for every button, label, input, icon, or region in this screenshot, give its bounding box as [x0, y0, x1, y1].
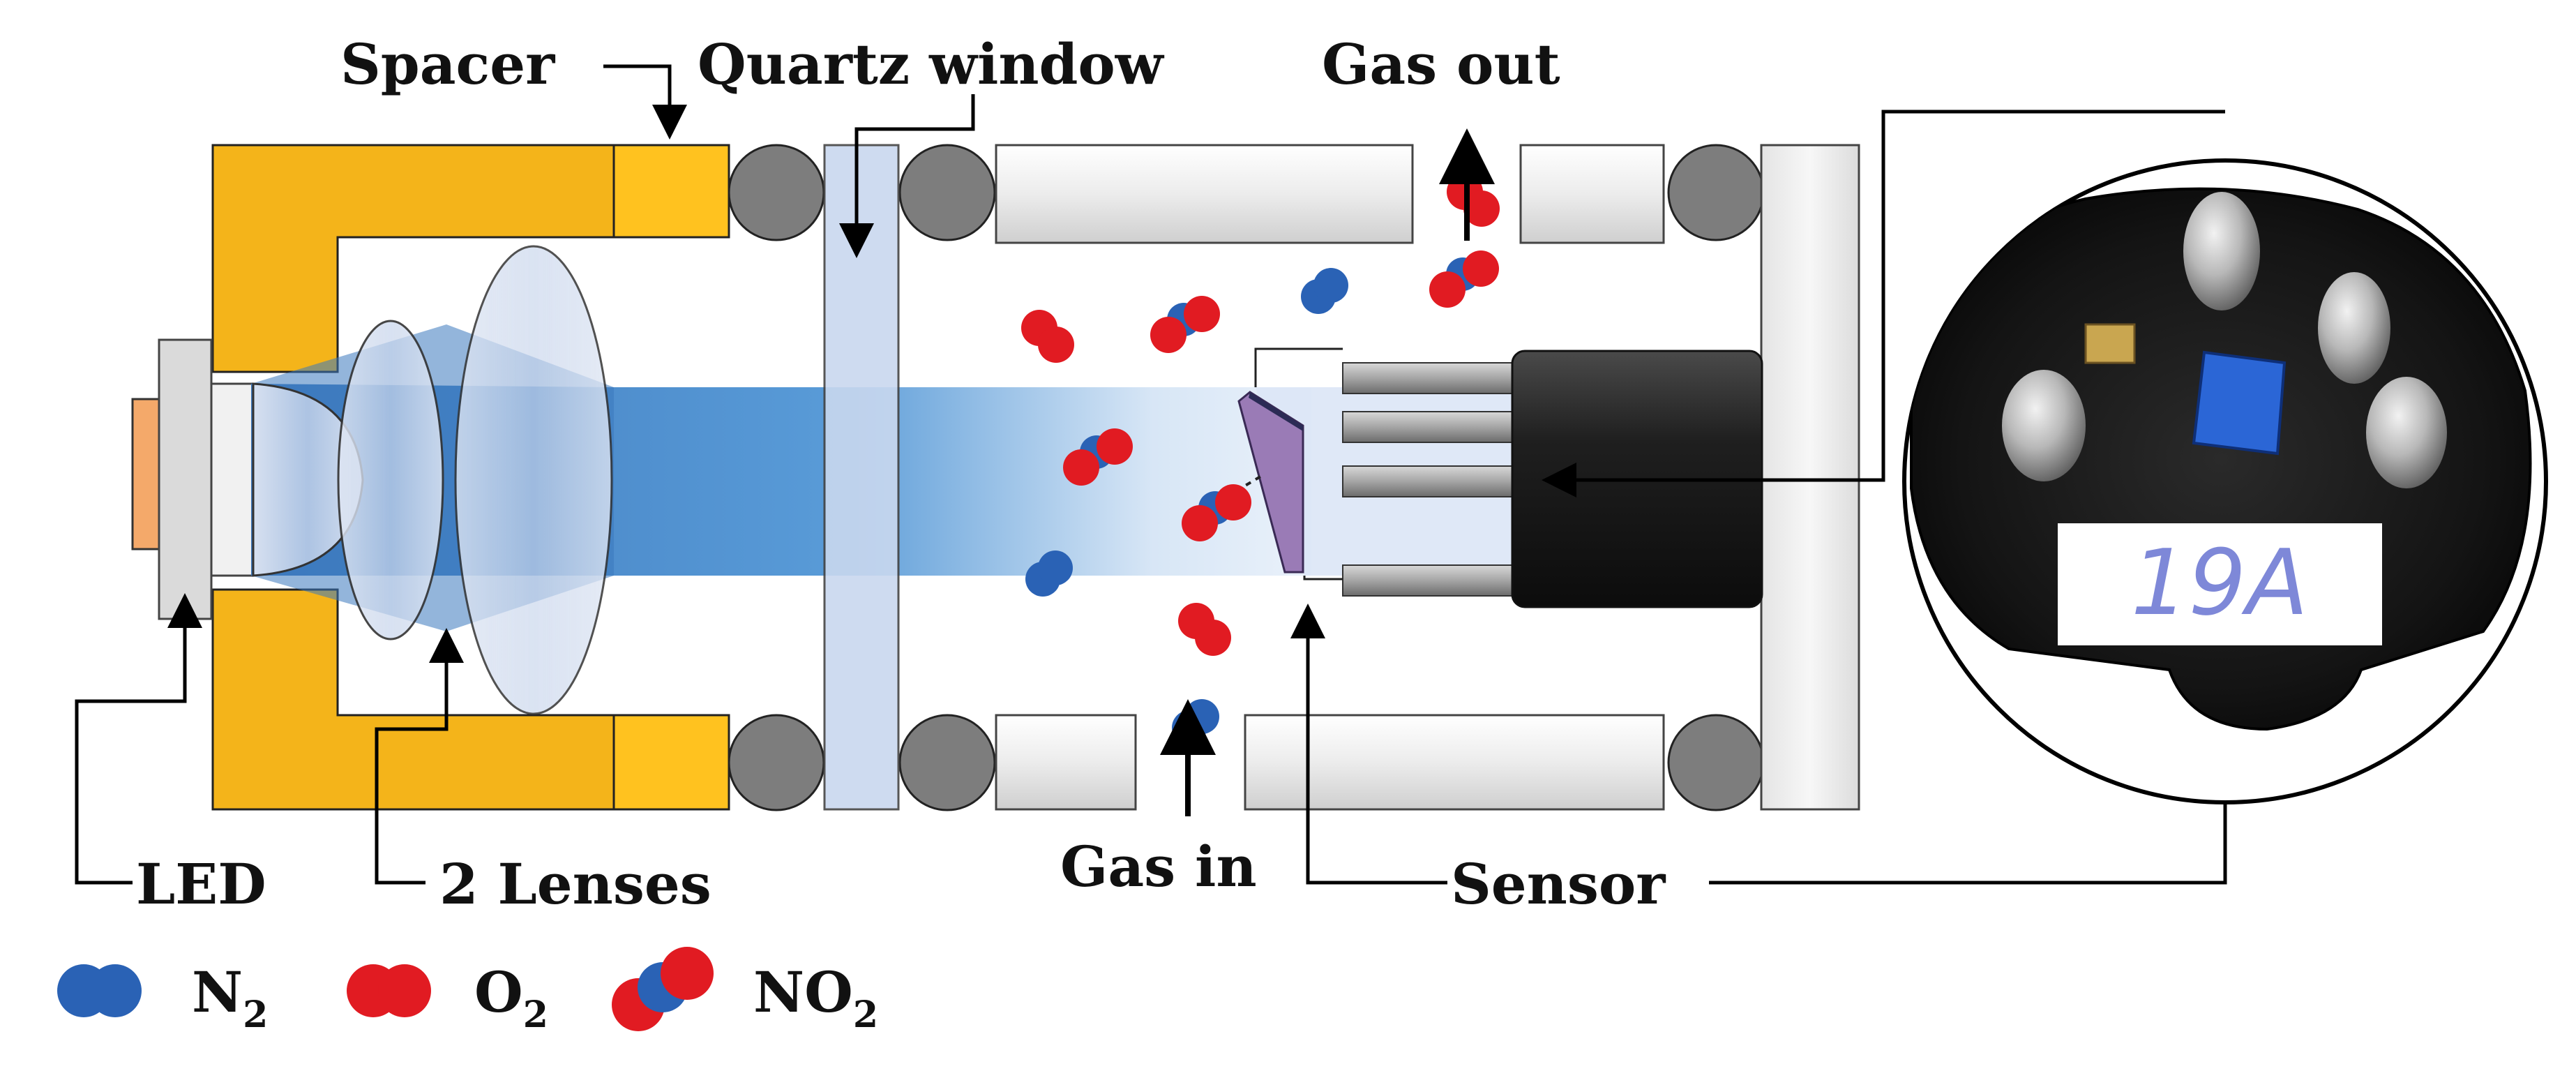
tube-bottom-left [995, 714, 1137, 811]
photo-pin-post [2318, 272, 2390, 384]
spacer-leader [603, 64, 687, 140]
sensor-leader [1290, 604, 1447, 885]
lenses-leader [375, 628, 464, 885]
spacer-upper [612, 144, 730, 239]
sensor-chip [1237, 391, 1304, 574]
legend-n2-atom [89, 964, 142, 1017]
legend-label: N2 [192, 959, 268, 1036]
legend-item-n2: N2 [57, 959, 268, 1036]
tube-top-right [1519, 144, 1665, 244]
sensor-pin [1342, 411, 1518, 443]
o-ring [898, 144, 996, 241]
chamber-walls [995, 144, 1860, 811]
nitrogen-atom [1038, 551, 1073, 585]
body-photo-leader [1542, 110, 2225, 497]
o2-molecule [1178, 603, 1231, 656]
diagram-labels: Spacer Quartz window Gas out LED 2 Lense… [136, 31, 1666, 917]
photo-sensor-chip [2192, 350, 2287, 456]
no2-molecule [1182, 484, 1251, 541]
quartz-window [823, 144, 900, 811]
flow-arrows [1160, 128, 1495, 816]
photo-label-text: 19A [2131, 530, 2308, 636]
oxygen-atom [1463, 250, 1499, 287]
oxygen-atom [1195, 620, 1231, 656]
oxygen-atom [1184, 296, 1220, 332]
tube-bottom-right [1244, 714, 1665, 811]
o-ring [1667, 144, 1765, 241]
legend-no2-atom [661, 947, 714, 1000]
sensor-chip-edge [1249, 392, 1303, 431]
photo-pin-post [2002, 370, 2086, 481]
led-dome-base [210, 382, 255, 577]
o-ring [728, 144, 825, 241]
label-lenses: 2 Lenses [439, 851, 711, 917]
oxygen-atom [1063, 449, 1099, 486]
n2-molecule [1301, 268, 1348, 314]
quartz-leader [839, 94, 975, 258]
no2-molecule [1063, 428, 1133, 486]
legend-item-o2: O2 [347, 959, 548, 1036]
o2-molecule [1021, 310, 1074, 363]
label-spacer: Spacer [340, 31, 555, 97]
photo-label-card [2058, 523, 2382, 645]
lens-small [337, 320, 444, 641]
no2-molecule [1150, 296, 1220, 353]
tube-top-left [995, 144, 1414, 244]
label-quartz-window: Quartz window [698, 31, 1165, 97]
legend: N2 O2 NO2 [57, 947, 878, 1036]
legend-label: NO2 [753, 959, 878, 1036]
o2-molecule [1447, 174, 1500, 227]
label-gas-in: Gas in [1060, 834, 1257, 899]
end-plate [1760, 144, 1860, 811]
led [131, 338, 255, 620]
sensor-assembly [1216, 347, 1763, 608]
sensor-pin [1342, 465, 1518, 497]
sensor-pin [1342, 362, 1518, 394]
oxygen-atom [1463, 190, 1500, 227]
led-base [158, 338, 213, 620]
o-ring [898, 714, 996, 811]
sensor-photo-inset: 19A [1902, 158, 2548, 804]
sensor-wire [1254, 347, 1343, 387]
oxygen-atom [1429, 271, 1466, 308]
o-rings [728, 144, 1765, 811]
lens-large [454, 245, 613, 715]
oxygen-atom [1182, 505, 1218, 541]
label-sensor: Sensor [1451, 851, 1666, 917]
o-ring [1667, 714, 1765, 811]
label-gas-out: Gas out [1322, 31, 1560, 97]
n2-molecule [1025, 551, 1073, 597]
sensor-wire [1303, 576, 1343, 581]
o-ring [728, 714, 825, 811]
oxygen-atom [1150, 317, 1187, 353]
photo-pin-post [2366, 377, 2447, 488]
oxygen-atom [1215, 484, 1251, 520]
sensor-pin [1342, 564, 1518, 597]
led-leader [75, 593, 202, 885]
nitrogen-atom [1313, 268, 1348, 303]
n2-molecule [1172, 699, 1219, 745]
spacer-lower [612, 714, 730, 811]
lenses [252, 245, 613, 715]
legend-label: O2 [474, 959, 548, 1036]
photo-gold-pad [2084, 323, 2136, 364]
legend-item-no2: NO2 [612, 947, 878, 1036]
led-chip [131, 398, 162, 551]
oxygen-atom [1038, 327, 1074, 363]
no2-molecule [1429, 250, 1499, 308]
oxygen-atom [1097, 428, 1133, 465]
photo-pin-post [2183, 192, 2260, 310]
label-led: LED [136, 851, 266, 917]
legend-o2-atom [378, 964, 431, 1017]
